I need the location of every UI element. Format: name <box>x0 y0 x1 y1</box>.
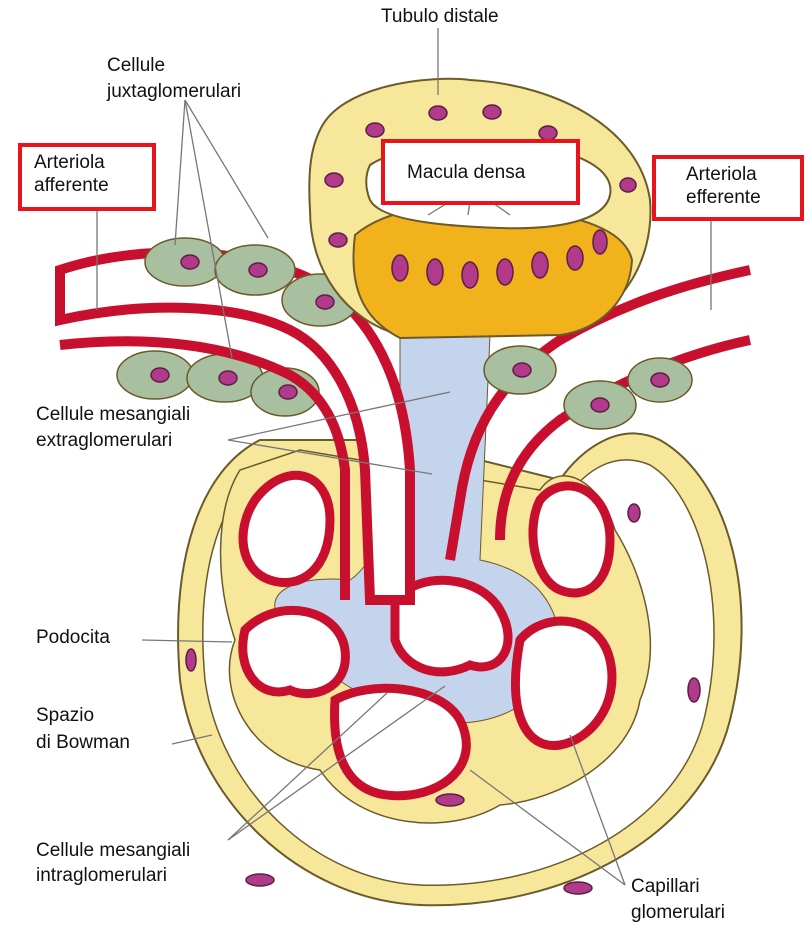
label-arteriola-efferente-2: efferente <box>686 186 800 209</box>
label-mesangiali-extra-2: extraglomerulari <box>36 429 172 452</box>
label-capillari-glomerulari-1: Capillari <box>631 875 700 898</box>
highlight-box-arteriola-afferente: Arteriola afferente <box>18 143 156 211</box>
label-arteriola-efferente-1: Arteriola <box>686 163 800 186</box>
highlight-box-macula-densa: Macula densa <box>381 139 580 205</box>
label-spazio-bowman-2: di Bowman <box>36 731 130 754</box>
highlight-box-arteriola-efferente: Arteriola efferente <box>652 155 804 221</box>
capillary-loop <box>335 688 467 795</box>
label-arteriola-afferente-1: Arteriola <box>34 151 152 174</box>
label-mesangiali-extra-1: Cellule mesangiali <box>36 403 190 426</box>
capillary-loop <box>516 621 612 745</box>
label-macula-densa: Macula densa <box>407 161 576 184</box>
label-tubulo-distale: Tubulo distale <box>381 5 499 28</box>
label-cellule-juxtaglomerulari-2: juxtaglomerulari <box>107 80 241 103</box>
label-mesangiali-intra-2: intraglomerulari <box>36 864 167 887</box>
label-spazio-bowman-1: Spazio <box>36 704 94 727</box>
label-capillari-glomerulari-2: glomerulari <box>631 901 725 924</box>
label-podocita: Podocita <box>36 626 110 649</box>
distal-tubule <box>309 79 650 338</box>
label-mesangiali-intra-1: Cellule mesangiali <box>36 839 190 862</box>
capillary-loop <box>243 610 346 693</box>
label-cellule-juxtaglomerulari-1: Cellule <box>107 54 165 77</box>
capillary-loop <box>533 486 610 593</box>
label-arteriola-afferente-2: afferente <box>34 174 152 197</box>
